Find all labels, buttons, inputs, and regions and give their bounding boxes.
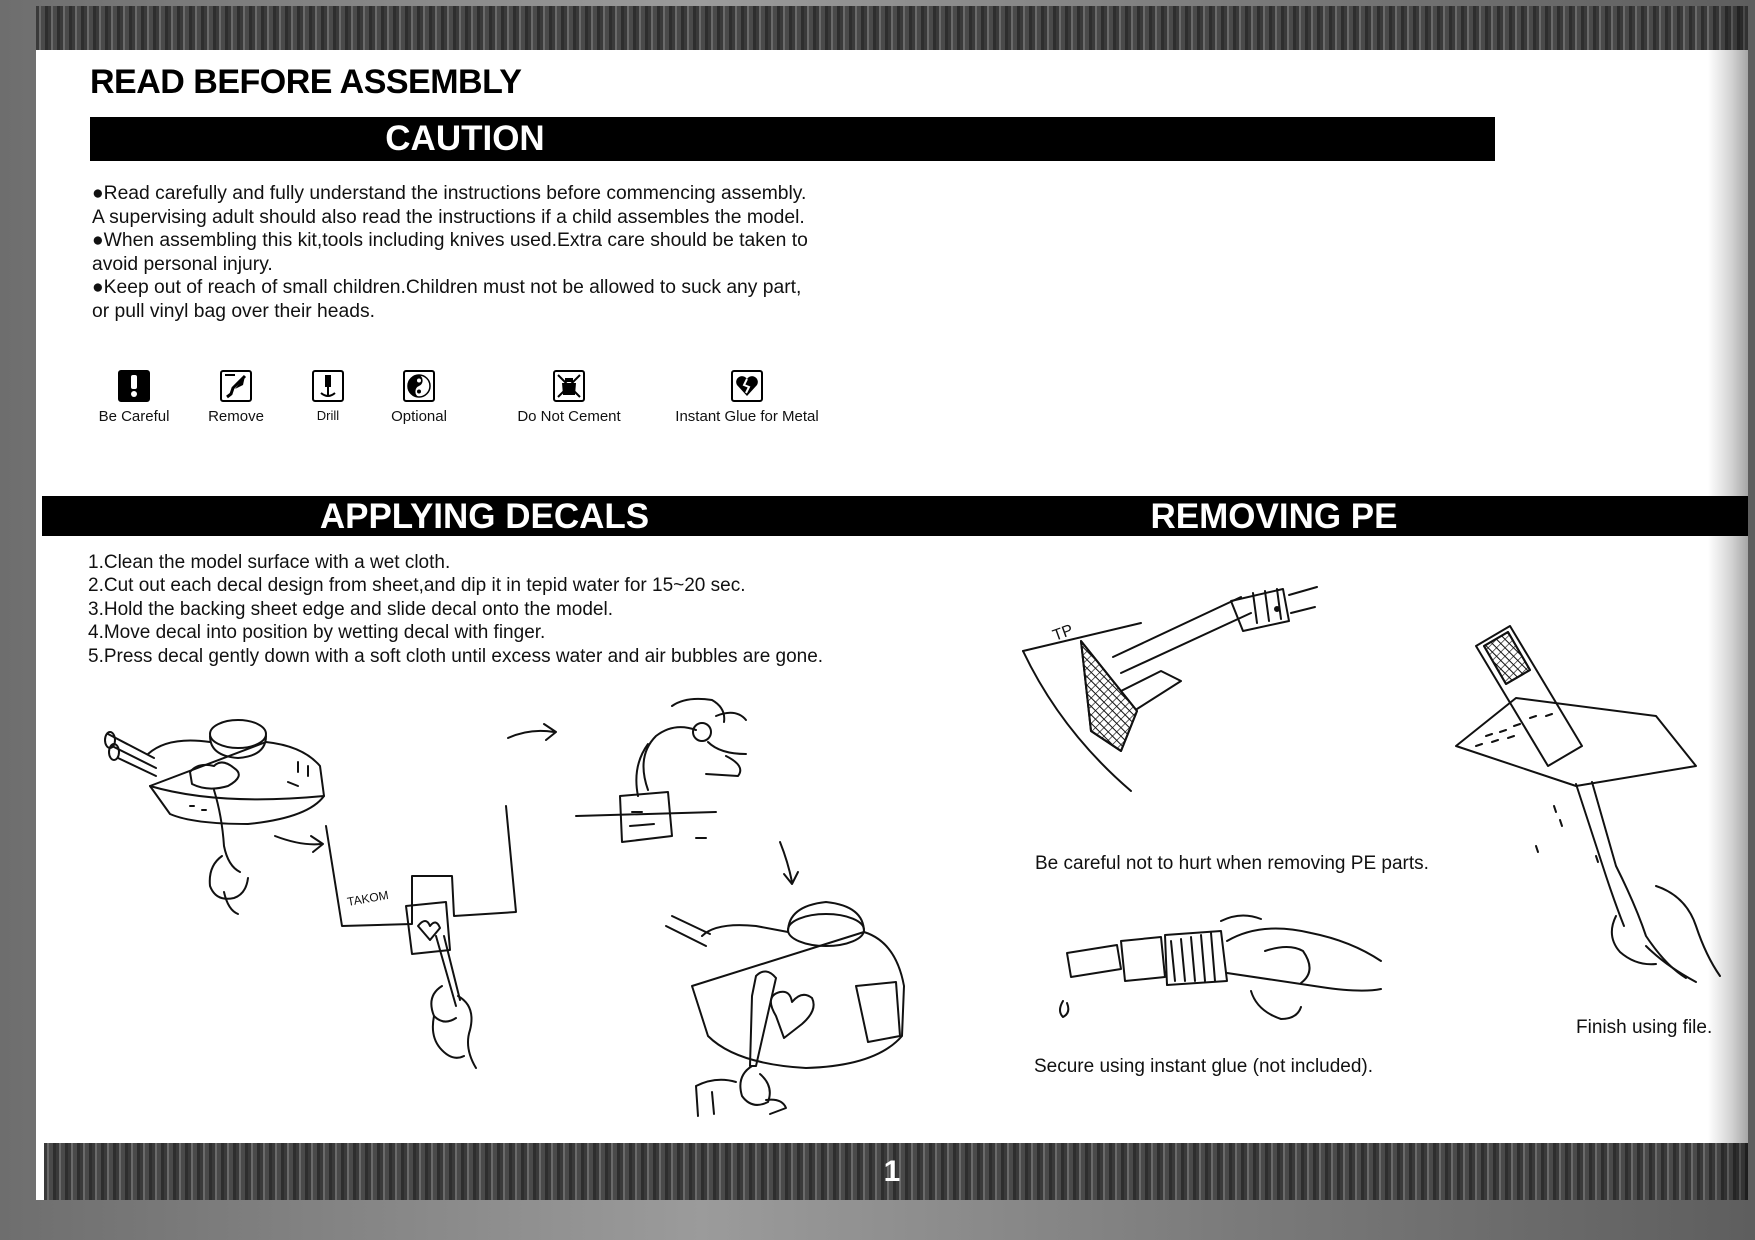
symbol-optional: Optional [379,370,459,425]
symbol-label: Drill [316,408,340,423]
caution-line: ●Keep out of reach of small children.Chi… [92,277,802,299]
symbol-label: Instant Glue for Metal [675,408,819,425]
symbol-instant-glue: Instant Glue for Metal [662,370,832,425]
pe-file-caption: Finish using file. [1576,1017,1713,1038]
caution-heading: CAUTION [385,119,545,158]
instruction-page: READ BEFORE ASSEMBLY CAUTION ●Read caref… [36,6,1748,1200]
caution-line: A supervising adult should also read the… [92,206,805,228]
drill-icon [312,370,344,402]
symbol-label: Do Not Cement [517,408,621,425]
decal-step: 3.Hold the backing sheet edge and slide … [88,598,613,620]
decal-step: 1.Clean the model surface with a wet clo… [88,552,451,573]
pe-cutting-illustration: TP [1022,586,1318,792]
caution-list: ●Read carefully and fully understand the… [92,182,892,324]
decal-step: 5.Press decal gently down with a soft cl… [88,645,824,667]
section-bar: APPLYING DECALS REMOVING PE [42,496,1748,536]
page-number: 1 [883,1155,901,1188]
decal-step: 4.Move decal into position by wetting de… [88,622,546,644]
top-border-strip [36,6,1748,50]
broken-heart-icon [731,370,763,402]
caution-line: or pull vinyl bag over their heads. [92,300,375,322]
page-title: READ BEFORE ASSEMBLY [90,63,522,101]
turret-decal-illustration [665,901,905,1117]
page-edge-shadow [1708,6,1748,1200]
turret-cleaning-illustration [104,719,325,915]
pe-glue-illustration [1059,914,1382,1020]
removing-pe-heading: REMOVING PE [1150,497,1398,536]
symbol-label: Remove [208,408,264,425]
pe-file-illustration [1455,625,1721,983]
arrow-icon [274,835,324,853]
knife-icon [220,370,252,402]
takom-label-box: TAKOM [346,888,390,909]
caution-line: ●When assembling this kit,tools includin… [92,230,808,252]
pe-glue-caption: Secure using instant glue (not included)… [1034,1056,1374,1077]
symbol-label: Optional [391,408,447,425]
decal-sheet-illustration: Be careful not to hurt when removing PE … [325,805,517,1069]
sheet-label: TAKOM [346,888,390,909]
arrow-icon [779,841,799,885]
symbol-be-careful: Be Careful [94,370,174,425]
symbol-drill: Drill [298,370,358,423]
bottom-border-strip [44,1143,1748,1200]
symbol-label: Be Careful [98,408,170,425]
no-cement-icon [553,370,585,402]
fret-label: TP [1051,622,1076,645]
caution-line: ●Read carefully and fully understand the… [92,183,807,204]
yin-yang-icon [403,370,435,402]
applying-decals-heading: APPLYING DECALS [319,497,650,536]
symbol-remove: Remove [196,370,276,425]
pe-caution-caption: Be careful not to hurt when removing PE … [1035,853,1429,874]
caution-line: avoid personal injury. [92,253,273,275]
decal-water-illustration [575,697,747,843]
decal-step: 2.Cut out each decal design from sheet,a… [88,575,746,597]
caution-bar: CAUTION [90,117,1495,161]
exclamation-icon [118,370,150,402]
arrow-icon [507,723,557,741]
symbol-do-not-cement: Do Not Cement [504,370,634,425]
decal-steps-list: 1.Clean the model surface with a wet clo… [88,551,908,668]
symbol-legend: Be Careful Remove Drill Optional Do Not … [84,370,864,440]
